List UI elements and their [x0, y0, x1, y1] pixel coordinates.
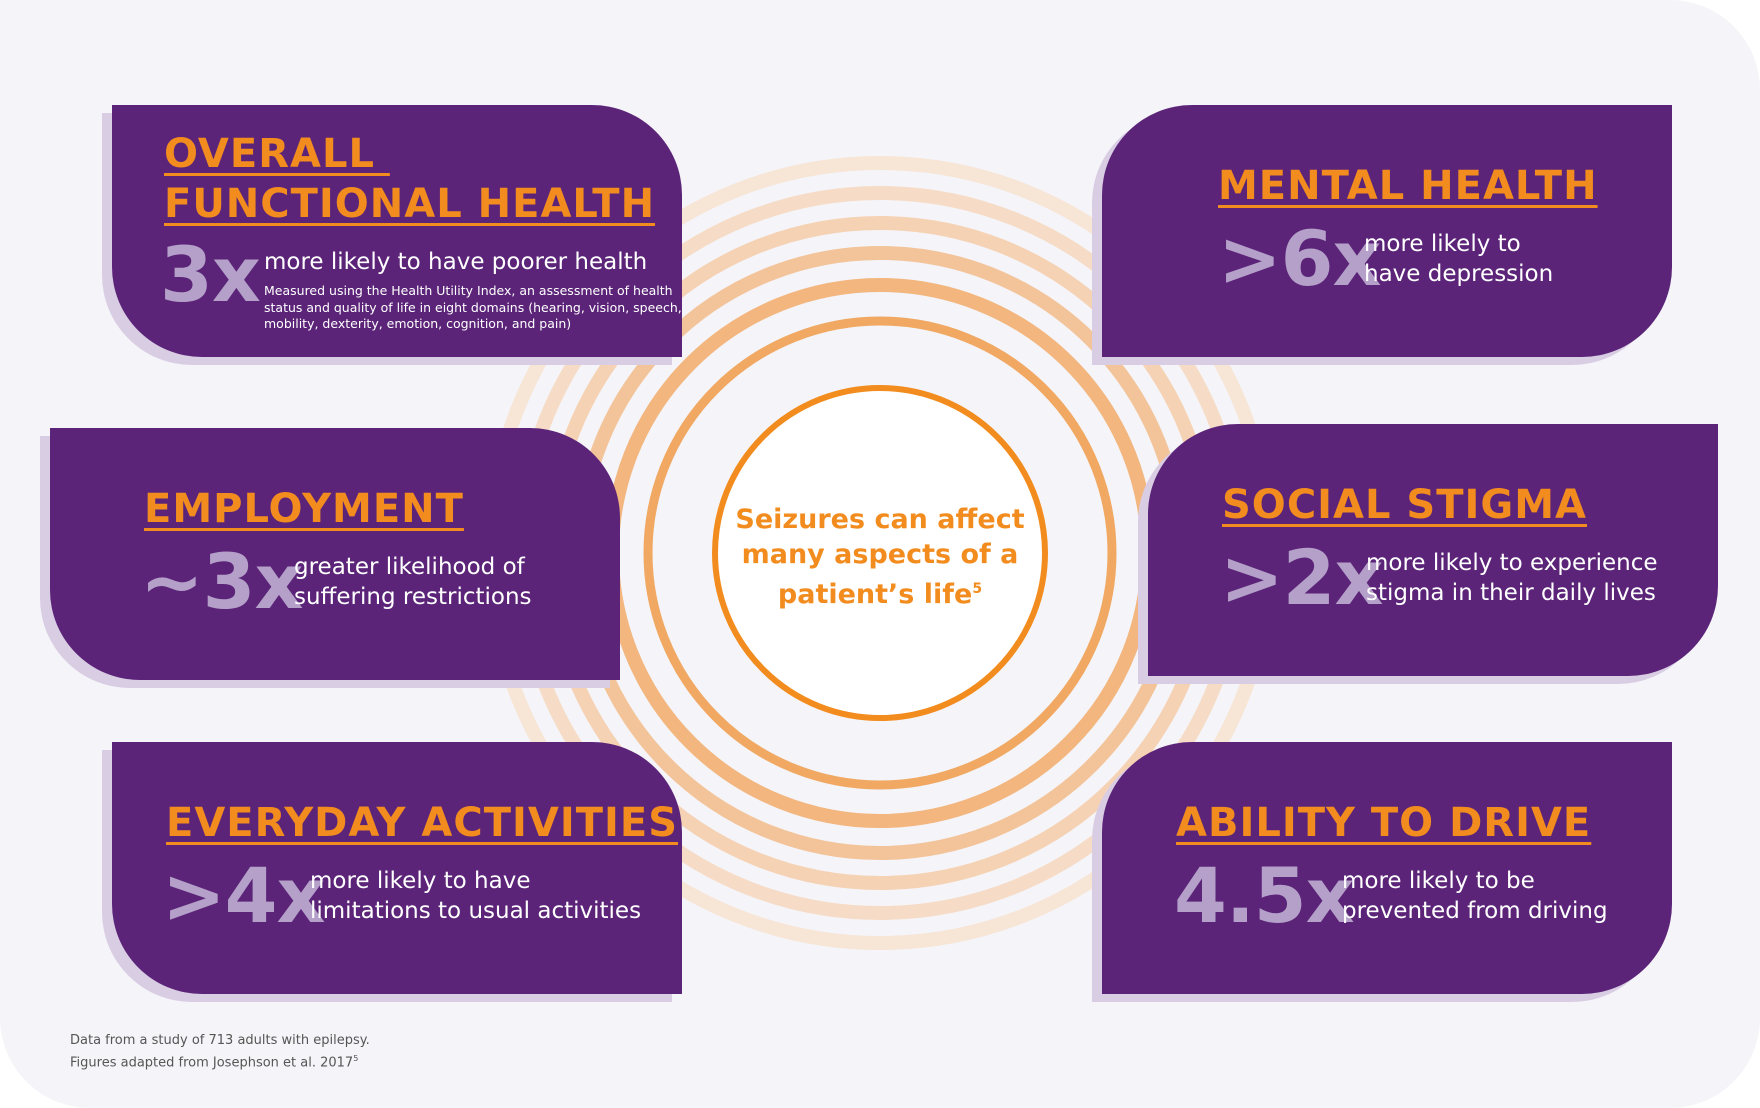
card-mental-health: MENTAL HEALTH >6x more likely to have de… — [1102, 105, 1672, 357]
card-description: more likely to have poorer health — [264, 249, 648, 275]
card-description: more likely to experience stigma in thei… — [1366, 550, 1658, 606]
card-title: OVERALL FUNCTIONAL HEALTH — [164, 131, 656, 227]
card-description: more likely to be prevented from driving — [1342, 868, 1608, 924]
card-stat: 3x — [160, 230, 261, 319]
card-overall-functional-health: OVERALL FUNCTIONAL HEALTH 3x more likely… — [112, 105, 682, 357]
card-stat: 4.5x — [1174, 851, 1355, 940]
ring-outer-1 — [643, 316, 1117, 790]
card-stat: >2x — [1220, 533, 1384, 622]
footnote-line-1: Data from a study of 713 adults with epi… — [70, 1033, 370, 1048]
card-stat: >6x — [1218, 214, 1382, 303]
card-title: ABILITY TO DRIVE — [1176, 800, 1592, 846]
card-description: more likely to have limitations to usual… — [310, 868, 642, 924]
card-title: EMPLOYMENT — [144, 486, 464, 532]
card-social-stigma: SOCIAL STIGMA >2x more likely to experie… — [1148, 424, 1718, 676]
card-description: greater likelihood of suffering restrict… — [294, 554, 532, 610]
ring-inner — [712, 385, 1048, 721]
card-everyday-activities: EVERYDAY ACTIVITIES >4x more likely to h… — [112, 742, 682, 994]
center-message: Seizures can affect many aspects of a pa… — [735, 504, 1025, 610]
card-stat: >4x — [162, 851, 326, 940]
card-employment: EMPLOYMENT ~3x greater likelihood of suf… — [50, 428, 620, 680]
card-ability-to-drive: ABILITY TO DRIVE 4.5x more likely to be … — [1102, 742, 1672, 994]
footnote: Data from a study of 713 adults with epi… — [70, 1032, 370, 1072]
card-description: more likely to have depression — [1364, 231, 1554, 287]
card-stat: ~3x — [140, 537, 304, 626]
card-title: SOCIAL STIGMA — [1222, 482, 1587, 528]
card-note: Measured using the Health Utility Index,… — [264, 283, 682, 331]
card-title: MENTAL HEALTH — [1218, 163, 1598, 209]
card-title: EVERYDAY ACTIVITIES — [166, 800, 679, 846]
footnote-line-2: Figures adapted from Josephson et al. 20… — [70, 1054, 359, 1071]
